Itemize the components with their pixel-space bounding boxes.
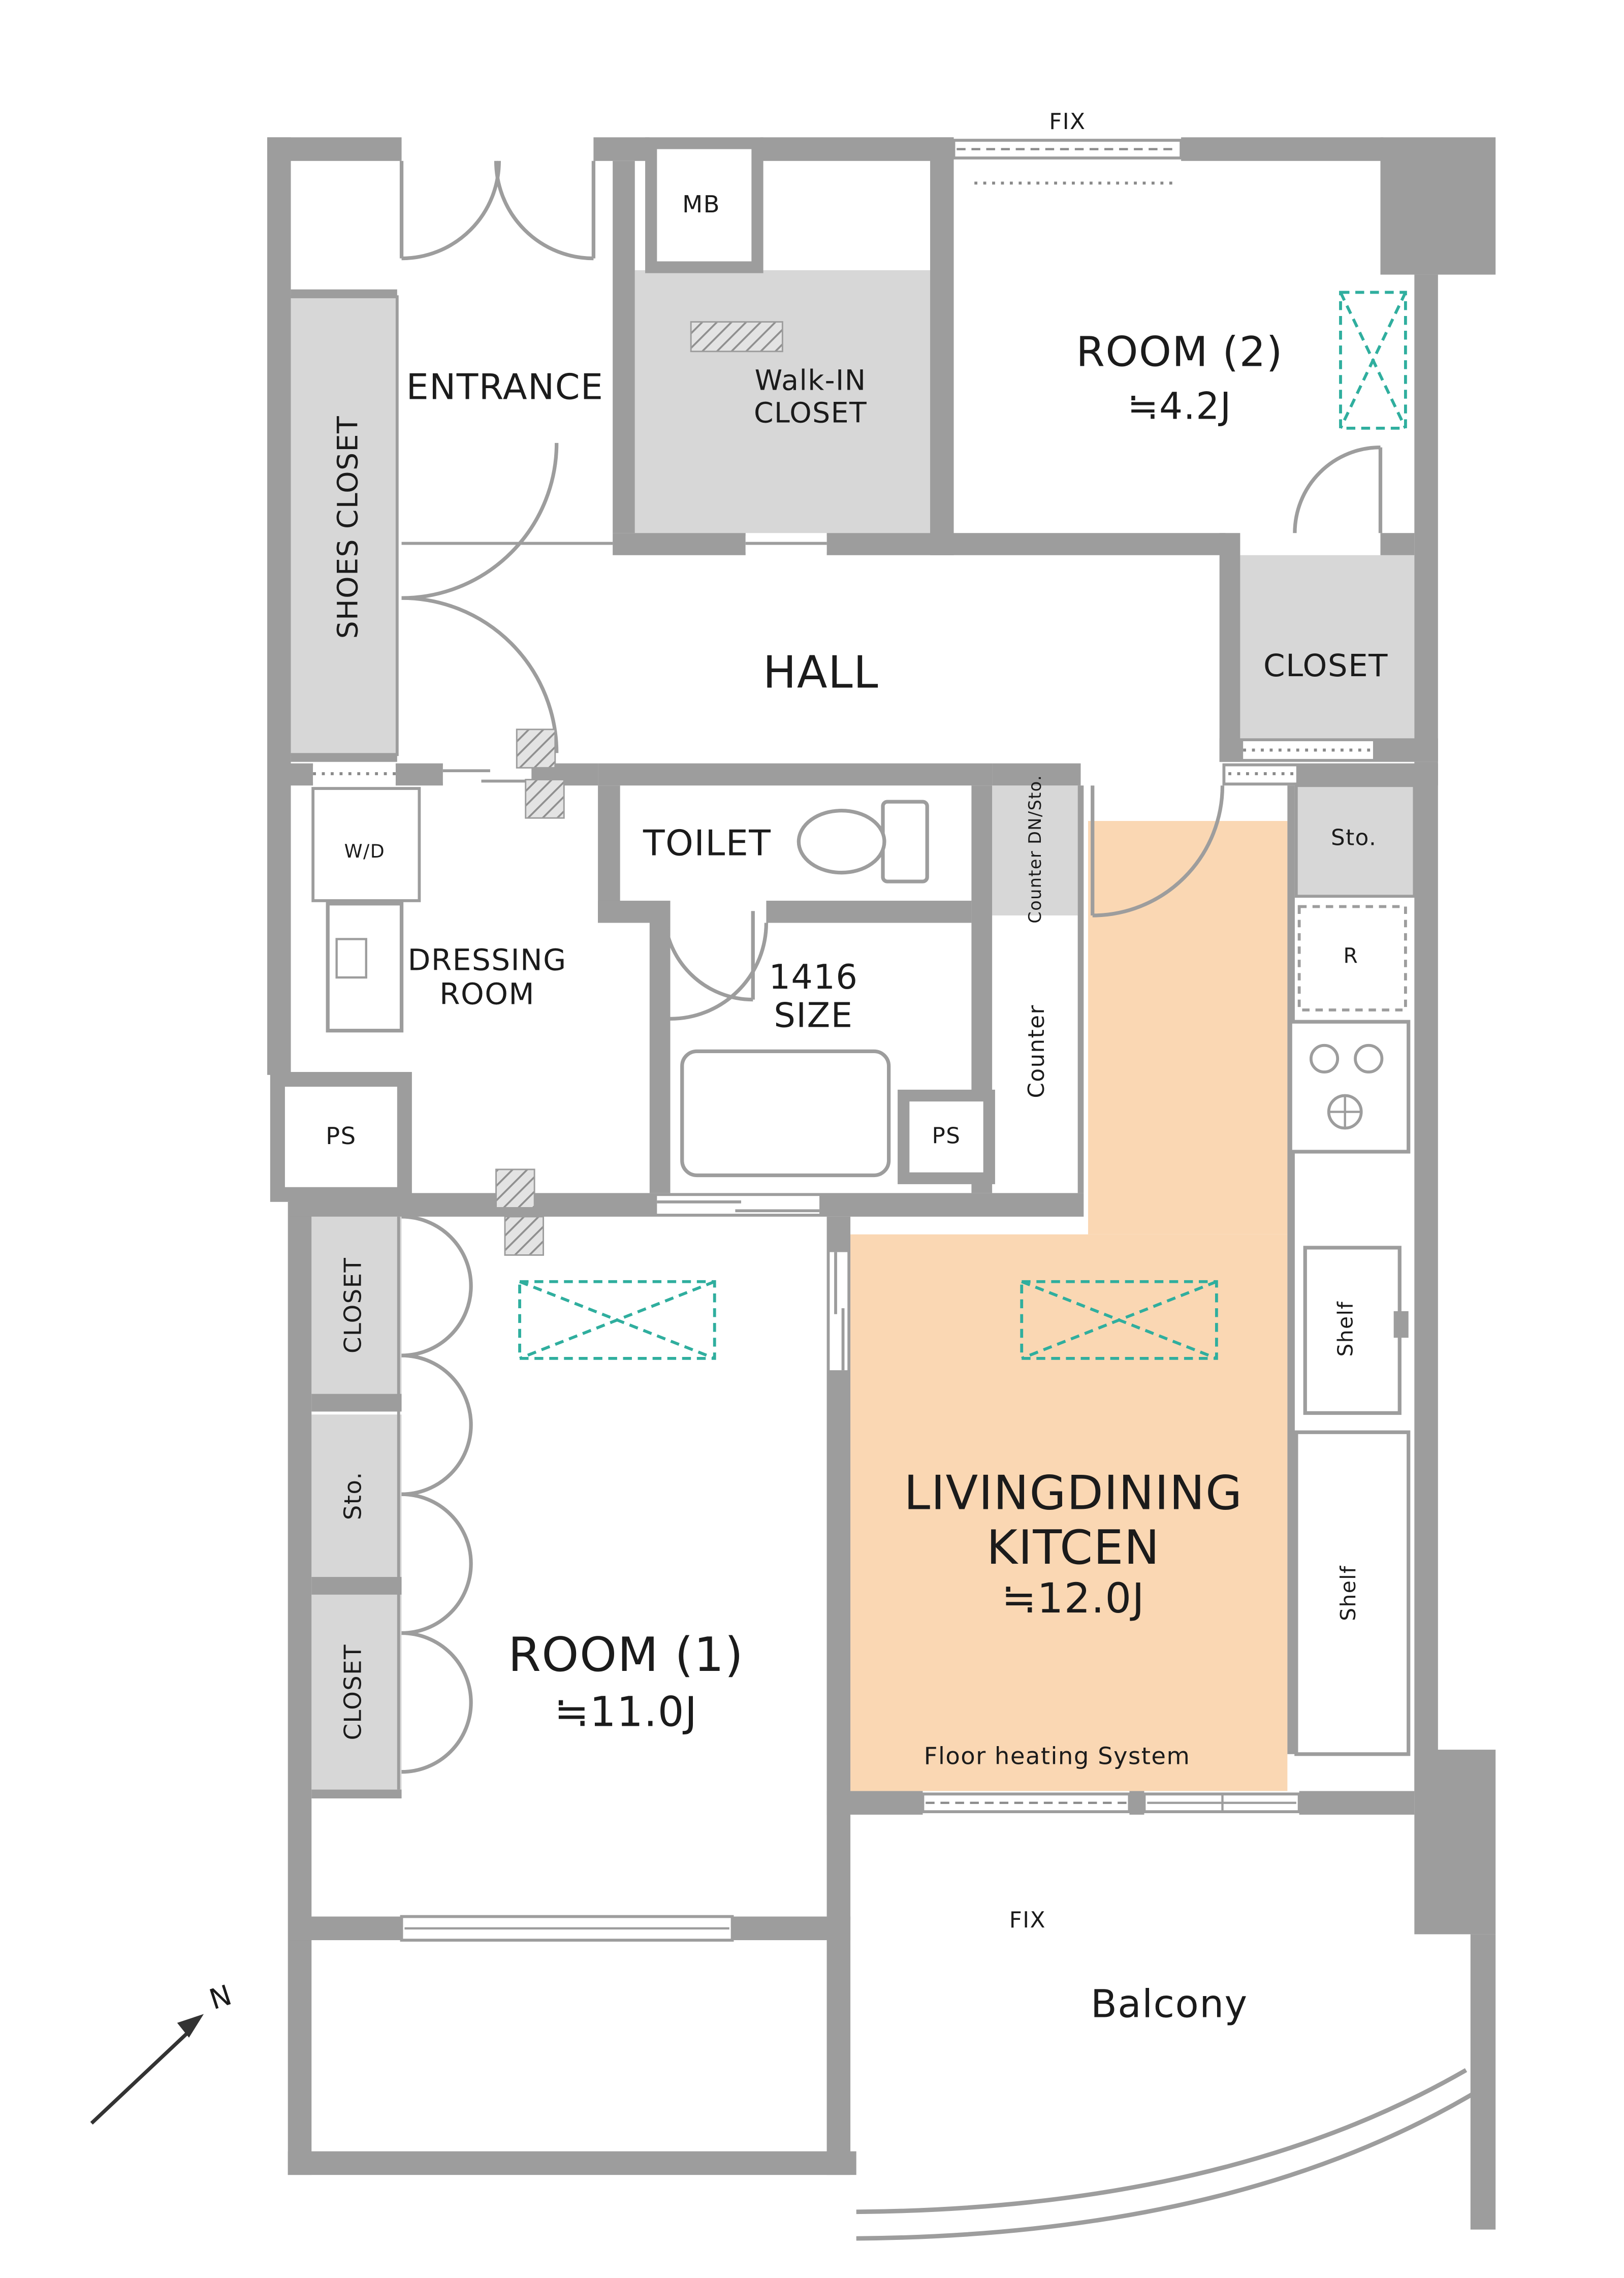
sto-left-fill — [311, 1414, 402, 1577]
bathroom-label: 1416 SIZE — [769, 959, 858, 1037]
meter-box — [657, 149, 752, 262]
closet-left-bottom-label: CLOSET — [339, 1644, 367, 1741]
shelf-upper-box — [1303, 1246, 1409, 1415]
shelf-upper-label: Shelf — [1334, 1301, 1358, 1357]
entrance-door-right — [494, 161, 594, 261]
room1-window — [400, 1915, 734, 1942]
shoes-closet-label: SHOES CLOSET — [332, 415, 365, 639]
fix-window-bottom — [921, 1792, 1131, 1814]
fixtures — [311, 784, 1416, 1756]
floor-heating-area — [1088, 820, 1288, 1235]
ps-right-label: PS — [932, 1122, 961, 1150]
ldk-sliding-window — [1142, 1792, 1301, 1814]
closet-left-door — [401, 1215, 473, 1357]
kitchen-door — [1092, 785, 1225, 917]
sliding-openings — [313, 181, 1373, 1371]
shelf-lower-box — [1294, 1430, 1411, 1756]
stove — [1288, 1020, 1411, 1154]
floor-heating-label: Floor heating System — [924, 1742, 1191, 1770]
room1-size: ≒11.0J — [554, 1687, 698, 1736]
kitchen-sto-box — [1294, 784, 1416, 898]
floor-heating-area — [850, 1234, 1288, 1791]
walkin-closet-label: Walk-IN CLOSET — [753, 365, 868, 430]
toilet-door — [662, 911, 753, 1002]
washing-machine — [326, 902, 404, 1033]
light-mount-ldk — [1020, 1280, 1218, 1360]
shoes-closet-door — [401, 596, 559, 753]
hall-label: HALL — [762, 648, 879, 700]
shelf-lower-label: Shelf — [1338, 1565, 1361, 1621]
toilet-label: TOILET — [643, 822, 772, 864]
ps-right-box — [909, 1101, 983, 1173]
balcony-label: Balcony — [1091, 1983, 1248, 2028]
ceiling-fixtures — [518, 291, 1407, 1360]
ps-left-label: PS — [326, 1122, 357, 1150]
floor-fills — [291, 270, 1415, 1791]
fix-bottom-label: FIX — [1009, 1907, 1046, 1934]
framed-boxes — [284, 149, 983, 1187]
bathtub — [680, 1049, 891, 1178]
light-mount-room2 — [1339, 291, 1407, 430]
ps-left-box — [284, 1087, 397, 1187]
walkin-closet-fill — [634, 270, 931, 533]
balcony-edge — [856, 2068, 1494, 2241]
room2-size: ≒4.2J — [1127, 385, 1232, 428]
bathroom-door — [670, 923, 769, 1021]
closet-right-label: CLOSET — [1263, 648, 1388, 684]
closet-left-bottom-fill — [311, 1594, 402, 1790]
sto-left-label: Sto. — [339, 1471, 367, 1521]
light-mount-room1 — [518, 1280, 716, 1360]
fix-window-top — [952, 139, 1183, 160]
closet-left-door — [401, 1353, 473, 1496]
room2-door — [1293, 446, 1381, 533]
refrigerator-label: R — [1343, 944, 1359, 969]
toilet-fixture — [797, 800, 929, 883]
refrigerator-space — [1297, 905, 1407, 1011]
kitchen-sto-fill — [1296, 785, 1415, 897]
ldk-label: LIVINGDINING KITCEN ≒12.0J — [904, 1465, 1243, 1623]
hatch-marks — [495, 321, 783, 1256]
closet-right-fill — [1240, 555, 1415, 739]
counter-label: Counter — [1023, 1004, 1050, 1098]
north-arrow — [90, 2014, 204, 2125]
counter-dn-label: Counter DN/Sto. — [1025, 774, 1045, 924]
shoes-closet-fill — [291, 295, 397, 756]
dressing-room-label: DRESSING ROOM — [407, 942, 567, 1011]
room1-label: ROOM (1) — [508, 1626, 744, 1683]
entrance-label: ENTRANCE — [406, 366, 604, 408]
kitchen-sto-label: Sto. — [1330, 824, 1377, 851]
door-arcs — [395, 161, 1383, 1790]
fix-top-label: FIX — [1049, 108, 1086, 135]
room2-label: ROOM (2) — [1076, 327, 1284, 376]
closet-left-top-fill — [311, 1216, 402, 1394]
closet-left-door — [401, 1631, 473, 1774]
closet-left-top-label: CLOSET — [339, 1257, 367, 1353]
wd-space — [311, 787, 421, 902]
wd-label: W/D — [344, 840, 386, 862]
counter-dn-fill — [992, 785, 1078, 915]
closet-left-door — [401, 1492, 473, 1635]
shoes-closet-door — [401, 442, 559, 600]
windows — [400, 139, 1301, 1942]
entrance-door-left — [401, 161, 501, 261]
meter-box-label: MB — [682, 190, 721, 218]
